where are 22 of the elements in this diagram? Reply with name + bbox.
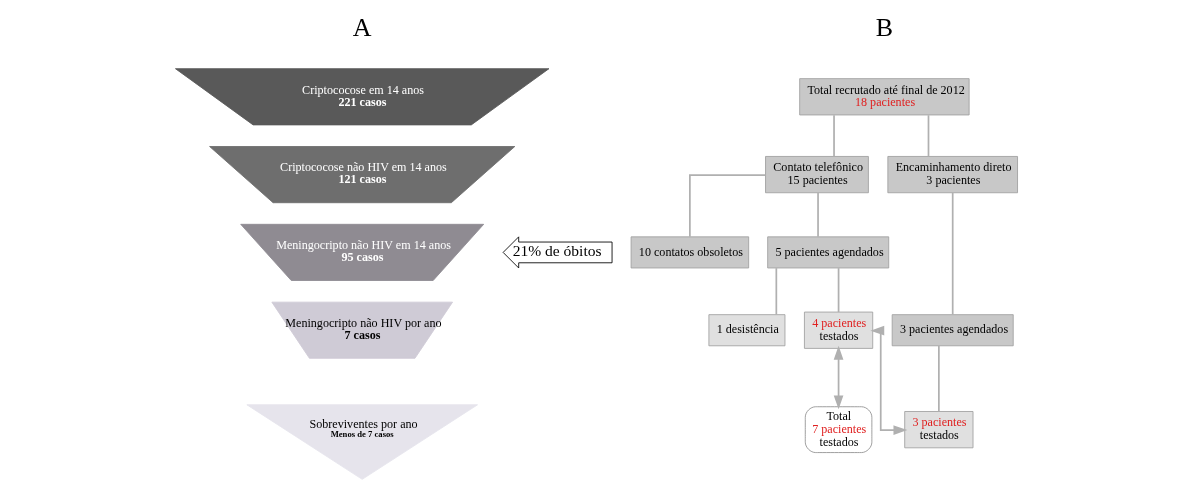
connector bbox=[927, 114, 929, 158]
connector bbox=[816, 192, 819, 238]
label: A bbox=[352, 12, 372, 42]
connector bbox=[774, 267, 777, 316]
node-box: Total recrutado até final de 2012 18 pacientes bbox=[798, 78, 970, 116]
connector bbox=[837, 267, 839, 313]
node-box: Contato telefônico 15 pacientes bbox=[764, 156, 869, 194]
node-box: 4 pacientes testados bbox=[803, 311, 873, 349]
connector bbox=[832, 114, 835, 158]
node-box: 5 pacientes agendados bbox=[766, 236, 889, 269]
label: B bbox=[875, 12, 893, 42]
connector bbox=[937, 345, 940, 413]
node-box: 1 desistência bbox=[707, 314, 785, 347]
node-box: 3 pacientes agendados bbox=[891, 314, 1014, 347]
node-box: 3 pacientes testados bbox=[903, 411, 973, 449]
arrow bbox=[869, 325, 907, 435]
connector bbox=[951, 191, 954, 316]
arrow bbox=[833, 345, 843, 410]
node-box: Encaminhamento direto 3 pacientes bbox=[886, 156, 1018, 194]
node-box: Total 7 pacientes testados bbox=[804, 406, 872, 453]
node-box: 10 contatos obsoletos bbox=[630, 236, 749, 269]
connector bbox=[688, 174, 766, 238]
